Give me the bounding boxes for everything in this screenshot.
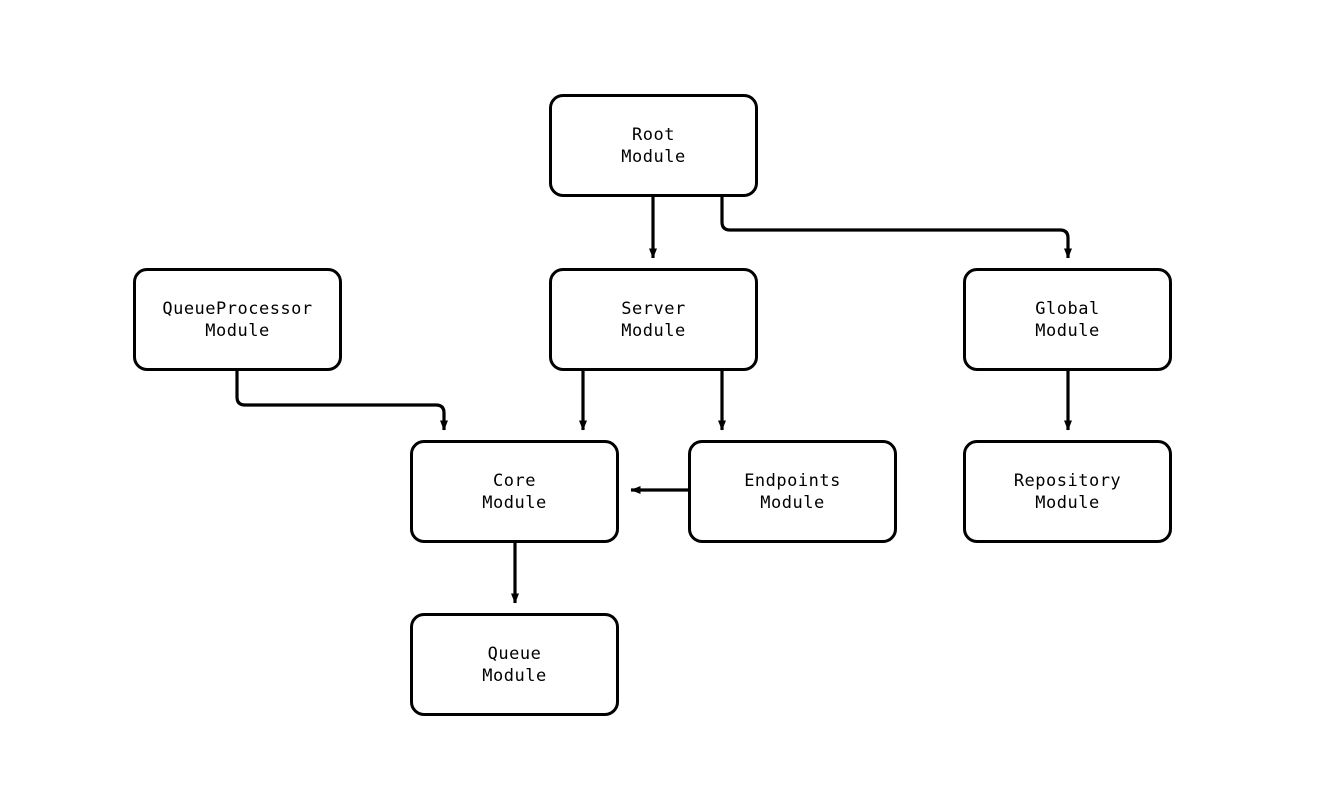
- node-core-name: Core: [493, 470, 536, 491]
- node-global-kind: Module: [1035, 320, 1100, 341]
- node-repository-name: Repository: [1013, 470, 1122, 491]
- node-queueprocessor-kind: Module: [205, 320, 270, 341]
- node-global-name: Global: [1035, 298, 1100, 319]
- node-root-name: Root: [632, 124, 675, 145]
- node-queue-kind: Module: [482, 665, 547, 686]
- node-server-name: Server: [621, 298, 686, 319]
- node-repository-kind: Module: [1035, 492, 1100, 513]
- node-root-kind: Module: [621, 146, 686, 167]
- edge-root-to-global: [720, 197, 1072, 259]
- node-server-kind: Module: [621, 320, 686, 341]
- node-endpoints-name: Endpoints: [744, 470, 841, 491]
- node-core-kind: Module: [482, 492, 547, 513]
- node-queue-name: Queue: [487, 643, 542, 664]
- edge-queueprocessor-to-core: [235, 371, 448, 431]
- node-queueprocessor-name: QueueProcessor: [162, 298, 313, 319]
- node-endpoints-kind: Module: [760, 492, 825, 513]
